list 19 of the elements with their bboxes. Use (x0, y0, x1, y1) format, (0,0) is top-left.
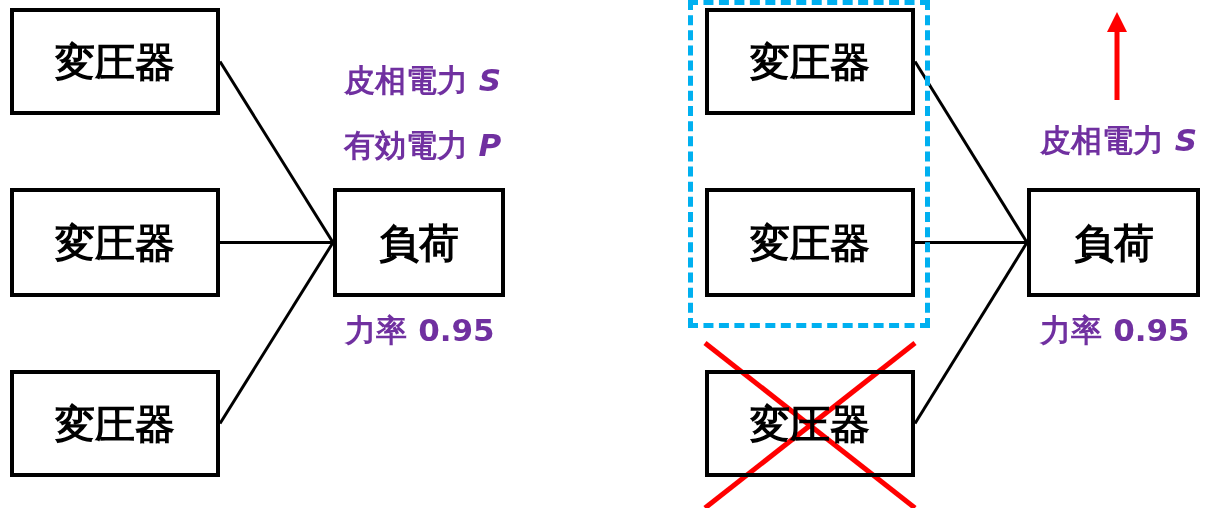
transformer-box: 変圧器 (10, 370, 220, 477)
quantity-label: 有効電力 P (342, 125, 503, 165)
quantity-label: 皮相電力 S (342, 60, 503, 100)
connector-line (913, 241, 1029, 425)
connector-line (915, 241, 1027, 244)
transformer-box: 変圧器 (705, 8, 915, 115)
quantity-label: 皮相電力 S (1038, 120, 1199, 160)
connector-line (913, 60, 1029, 244)
transformer-box: 変圧器 (10, 188, 220, 297)
quantity-label: 力率 0.95 (344, 310, 496, 350)
quantity-label: 力率 0.95 (1039, 310, 1191, 350)
dashed-group-frame (688, 0, 930, 328)
load-box: 負荷 (333, 188, 505, 297)
transformer-box: 変圧器 (705, 188, 915, 297)
load-box: 負荷 (1027, 188, 1200, 297)
connector-line (220, 241, 333, 244)
connector-line (218, 241, 335, 425)
transformer-box: 変圧器 (10, 8, 220, 115)
connector-line (218, 60, 335, 244)
